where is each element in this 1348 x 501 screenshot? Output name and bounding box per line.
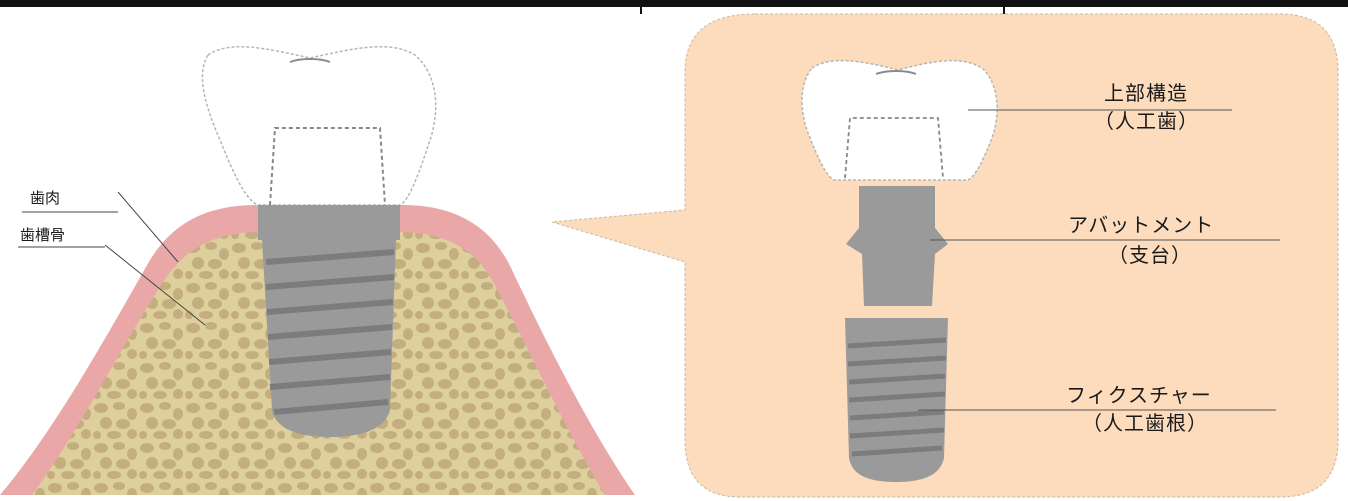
jaw-illustration: 歯肉 歯槽骨 bbox=[0, 47, 635, 495]
abutment-sublabel: （支台） bbox=[1108, 243, 1192, 267]
gum-label: 歯肉 bbox=[30, 189, 60, 207]
top-border bbox=[0, 0, 1348, 7]
superstructure-label: 上部構造 bbox=[1104, 81, 1188, 105]
gum-leader-line bbox=[118, 192, 178, 262]
top-tick-left bbox=[640, 0, 642, 14]
fixture-label: フィクスチャー bbox=[1066, 383, 1212, 407]
abutment-label: アバットメント bbox=[1068, 213, 1214, 237]
crown-left bbox=[202, 47, 435, 205]
fixture-sublabel: （人工歯根） bbox=[1082, 411, 1208, 435]
superstructure-sublabel: （人工歯） bbox=[1094, 109, 1199, 133]
alveolar-bone-label: 歯槽骨 bbox=[20, 226, 65, 244]
top-tick-right bbox=[1003, 0, 1005, 14]
abutment-collar-left bbox=[258, 205, 400, 240]
crown-right bbox=[802, 61, 997, 180]
exploded-view-panel: 上部構造 （人工歯） アバットメント （支台） フィクスチャー （人工歯根） bbox=[552, 14, 1338, 497]
